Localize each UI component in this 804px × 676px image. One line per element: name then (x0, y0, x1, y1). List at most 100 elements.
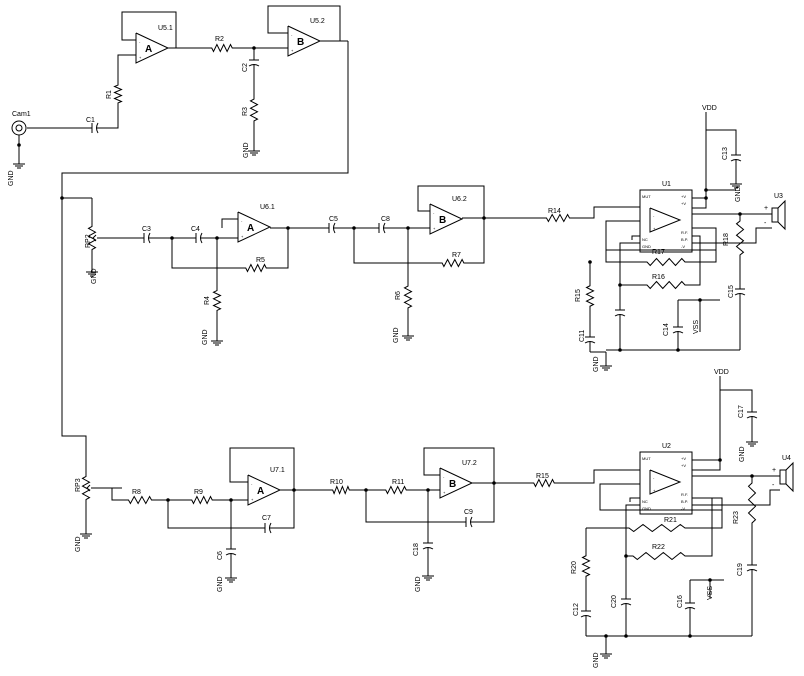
ref-designator: R20 (571, 561, 578, 574)
ref-designator: R8 (132, 489, 141, 496)
pin-label: - (653, 475, 655, 480)
pin-label: B.P. (681, 499, 688, 504)
ref-designator: R5 (256, 257, 265, 264)
ref-designator: C19 (737, 563, 744, 576)
ref-designator: U1 (662, 181, 671, 188)
pin-label: - (433, 210, 435, 215)
junction-dot (286, 226, 290, 230)
ref-designator: R4 (204, 296, 211, 305)
ref-designator: U7.2 (462, 460, 477, 467)
pin-label: NC (642, 499, 648, 504)
pin-label: + (764, 205, 768, 212)
junction-dot (492, 481, 496, 485)
pin-label: MUT (642, 456, 651, 461)
unit-letter: B (439, 215, 446, 226)
ref-designator: R14 (548, 208, 561, 215)
ref-designator: R21 (664, 517, 677, 524)
ref-designator: U2 (662, 443, 671, 450)
ref-designator: C1 (86, 117, 95, 124)
ref-designator: C15 (728, 285, 735, 298)
ref-designator: U7.1 (270, 467, 285, 474)
pin-label: + (251, 497, 254, 502)
net-label: GND (8, 170, 15, 186)
pin-label: +V (681, 194, 686, 199)
ref-designator: U4 (782, 455, 791, 462)
net-label: GND (202, 329, 209, 345)
net-label: GND (393, 327, 400, 343)
ref-designator: U6.2 (452, 196, 467, 203)
net-label: GND (593, 652, 600, 668)
pin-label: + (139, 55, 142, 60)
junction-dot (292, 488, 296, 492)
ref-designator: R2 (215, 36, 224, 43)
net-label: VSS (707, 586, 714, 600)
pin-label: - (653, 213, 655, 218)
ref-designator: C7 (262, 515, 271, 522)
ref-designator: R15 (536, 473, 549, 480)
ref-designator: RP2 (85, 234, 92, 248)
unit-letter: A (247, 223, 254, 234)
power-amp-1: MUTNCGND+V+VR.F.B.P.-V-+U1VDDC13GND+-U3R… (575, 105, 786, 372)
net-label: GND (735, 186, 742, 202)
pin-label: - (443, 474, 445, 479)
ref-designator: C12 (573, 603, 580, 616)
net-label: VDD (702, 105, 717, 112)
ref-designator: R23 (733, 511, 740, 524)
ref-designator: R17 (652, 249, 665, 256)
pin-label: - (139, 39, 141, 44)
pin-label: + (653, 226, 656, 231)
ref-designator: C4 (191, 226, 200, 233)
unit-letter: A (145, 44, 152, 55)
ref-designator: C14 (663, 323, 670, 336)
pin-label: B.P. (681, 237, 688, 242)
ref-designator: Cam1 (12, 111, 31, 118)
pin-label: + (653, 488, 656, 493)
unit-letter: A (257, 486, 264, 497)
ref-designator: R22 (652, 544, 665, 551)
ref-designator: U5.1 (158, 25, 173, 32)
ref-designator: U6.1 (260, 204, 275, 211)
ref-designator: C11 (579, 330, 586, 342)
ref-designator: U3 (774, 193, 783, 200)
ref-designator: RP3 (75, 478, 82, 492)
ref-designator: R10 (330, 479, 343, 486)
pin-label: - (251, 481, 253, 486)
ref-designator: U5.2 (310, 18, 325, 25)
net-label: GND (217, 576, 224, 592)
pin-label: - (764, 220, 767, 227)
net-label: GND (415, 576, 422, 592)
junction-dot (718, 458, 722, 462)
pin-label: GND (642, 506, 651, 511)
pin-label: R.F. (681, 230, 688, 235)
ref-designator: C5 (329, 216, 338, 223)
ref-designator: C16 (677, 595, 684, 608)
net-label: VDD (714, 369, 729, 376)
pin-label: +V (681, 201, 686, 206)
ref-designator: R3 (242, 107, 249, 116)
pin-label: -V (681, 506, 685, 511)
pin-label: + (241, 234, 244, 239)
ref-designator: R16 (652, 274, 665, 281)
junction-dot (588, 260, 592, 264)
ref-designator: C9 (464, 509, 473, 516)
pin-label: + (433, 226, 436, 231)
junction-dot (618, 348, 622, 352)
pin-label: MUT (642, 194, 651, 199)
unit-letter: B (297, 37, 304, 48)
pin-label: +V (681, 456, 686, 461)
ref-designator: C3 (142, 226, 151, 233)
net-label: VSS (693, 320, 700, 334)
pin-label: GND (642, 244, 651, 249)
ref-designator: C2 (242, 63, 249, 72)
power-amp-2: MUTNCGND+V+VR.F.B.P.-V-+U2VDDC17GND+-U4R… (571, 369, 794, 668)
net-label: GND (243, 142, 250, 158)
ref-designator: C17 (738, 405, 745, 418)
ref-designator: R11 (392, 479, 404, 486)
pin-label: - (241, 218, 243, 223)
junction-dot (482, 216, 486, 220)
net-label: GND (739, 446, 746, 462)
ref-designator: C6 (217, 551, 224, 560)
